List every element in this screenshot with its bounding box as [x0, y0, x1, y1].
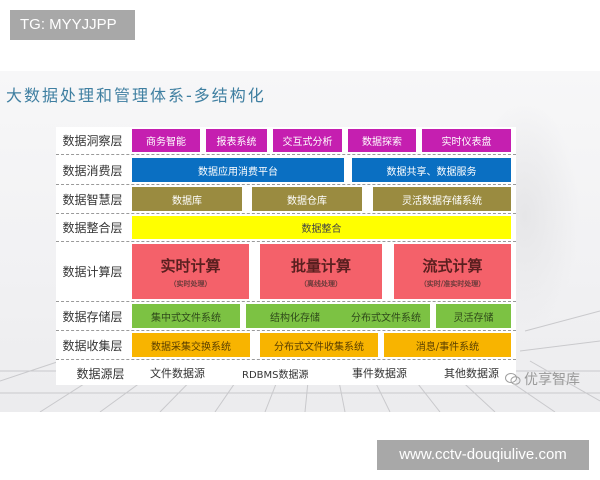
layer-label: 数据计算层 — [62, 265, 123, 279]
row-divider — [56, 184, 516, 185]
layer-consumption: 数据消费层 数据应用消费平台 数据共享、数据服务 — [56, 158, 516, 185]
box-message-event-system: 消息/事件系统 — [384, 333, 511, 357]
row-divider — [56, 241, 516, 242]
box-title: 流式计算 — [422, 256, 483, 275]
layer-panel: 数据洞察层 商务智能 报表系统 交互式分析 数据探索 实时仪表盘 数据消费层 数… — [56, 127, 516, 385]
layer-label: 数据整合层 — [62, 221, 123, 235]
box-title: 实时计算 — [160, 256, 221, 275]
box-centralized-fs: 集中式文件系统 — [132, 304, 240, 328]
source-other: 其他数据源 — [444, 367, 499, 380]
row-divider — [56, 213, 516, 214]
box-structured-storage: 结构化存储 — [246, 304, 344, 328]
box-stream-compute: 流式计算 （实时/准实时处理） — [394, 244, 511, 299]
watermark: 优享智库 — [505, 369, 580, 389]
architecture-slide: 大数据处理和管理体系-多结构化 数据洞察层 商务智能 报表系统 交互式分析 数据… — [0, 71, 600, 412]
box-title: 批量计算 — [290, 256, 351, 275]
layer-integration: 数据整合层 数据整合 — [56, 216, 516, 242]
source-file: 文件数据源 — [150, 367, 205, 380]
box-subtitle: （实时/准实时处理） — [419, 278, 486, 288]
box-flexible-storage: 灵活存储 — [436, 304, 511, 328]
tg-badge: TG: MYYJJPP — [10, 10, 135, 40]
box-report-system: 报表系统 — [206, 129, 267, 152]
box-data-app-platform: 数据应用消费平台 — [132, 158, 344, 182]
source-rdbms: RDBMS数据源 — [242, 369, 309, 381]
box-database: 数据库 — [132, 187, 242, 211]
layer-insight: 数据洞察层 商务智能 报表系统 交互式分析 数据探索 实时仪表盘 — [56, 129, 516, 155]
source-event: 事件数据源 — [352, 367, 407, 380]
box-data-exploration: 数据探索 — [348, 129, 416, 152]
layer-label: 数据收集层 — [62, 338, 123, 353]
layer-label: 数据存储层 — [62, 309, 123, 324]
box-subtitle: （实时处理） — [169, 278, 212, 288]
row-divider — [56, 154, 516, 155]
url-badge: www.cctv-douqiulive.com — [377, 440, 589, 470]
watermark-text: 优享智库 — [524, 372, 580, 388]
box-flexible-storage-system: 灵活数据存储系统 — [373, 187, 511, 211]
row-divider — [56, 301, 516, 302]
box-distributed-fs: 分布式文件系统 — [342, 304, 430, 328]
box-data-sharing-service: 数据共享、数据服务 — [352, 158, 511, 182]
wechat-icon — [505, 373, 521, 385]
layer-compute: 数据计算层 实时计算 （实时处理） 批量计算 （离线处理） 流式计算 （实时/准… — [56, 244, 516, 302]
layer-collection: 数据收集层 数据采集交换系统 分布式文件收集系统 消息/事件系统 — [56, 333, 516, 360]
box-data-exchange-system: 数据采集交换系统 — [132, 333, 250, 357]
box-data-integration: 数据整合 — [132, 216, 511, 239]
layer-label: 数据智慧层 — [62, 192, 123, 207]
box-interactive-analysis: 交互式分析 — [273, 129, 342, 152]
row-divider — [56, 359, 516, 360]
layer-storage: 数据存储层 集中式文件系统 结构化存储 分布式文件系统 灵活存储 — [56, 304, 516, 331]
box-batch-compute: 批量计算 （离线处理） — [260, 244, 382, 299]
layer-label: 数据洞察层 — [62, 134, 123, 148]
row-divider — [56, 330, 516, 331]
layer-intelligence: 数据智慧层 数据库 数据仓库 灵活数据存储系统 — [56, 187, 516, 214]
box-realtime-dashboard: 实时仪表盘 — [422, 129, 511, 152]
layer-label: 数据消费层 — [62, 163, 123, 178]
layer-source: 数据源层 文件数据源 RDBMS数据源 事件数据源 其他数据源 — [56, 362, 516, 384]
box-business-intelligence: 商务智能 — [132, 129, 200, 152]
slide-title: 大数据处理和管理体系-多结构化 — [6, 86, 266, 105]
box-realtime-compute: 实时计算 （实时处理） — [132, 244, 249, 299]
box-subtitle: （离线处理） — [300, 278, 342, 288]
box-distributed-file-collection: 分布式文件收集系统 — [260, 333, 378, 357]
box-data-warehouse: 数据仓库 — [252, 187, 362, 211]
layer-label: 数据源层 — [76, 366, 125, 381]
